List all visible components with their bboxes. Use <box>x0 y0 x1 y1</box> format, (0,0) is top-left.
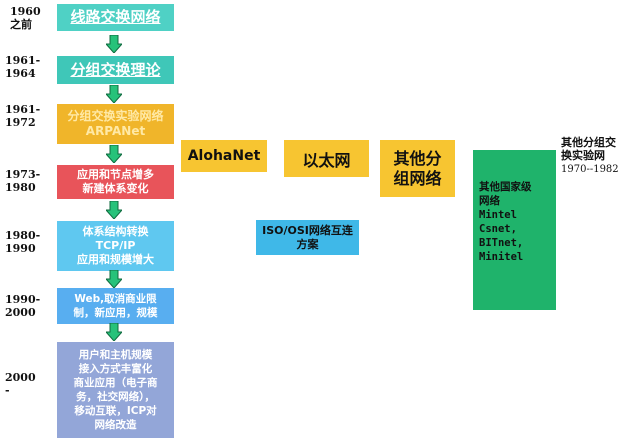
stage-arpanet: 分组交换实验网络ARPANet <box>57 104 174 144</box>
stage-2000-scale: 用户和主机规模 接入方式丰富化 商业应用（电子商 务，社交网络）， 移动互联，I… <box>57 342 174 438</box>
stage-packet-switching-theory: 分组交换理论 <box>57 56 174 84</box>
stage-web: Web,取消商业限 制，新应用，规模 <box>57 288 174 324</box>
other-packet-networks-box: 其他分 组网络 <box>380 140 455 197</box>
year-label-1980-1990: 1980- 1990 <box>5 229 41 255</box>
down-arrow-icon <box>106 201 122 219</box>
down-arrow-icon <box>106 85 122 103</box>
ethernet-box: 以太网 <box>284 140 369 177</box>
iso-osi-box: ISO/OSI网络互连 方案 <box>256 220 359 255</box>
year-label-1990-2000: 1990- 2000 <box>5 293 41 319</box>
side-title-years: 1970--1982 <box>561 164 619 175</box>
down-arrow-icon <box>106 35 122 53</box>
down-arrow-icon <box>106 145 122 163</box>
down-arrow-icon <box>106 323 122 341</box>
side-title-label: 其他分组交 换实验网 <box>561 136 616 162</box>
year-label-1960: 1960 之前 <box>10 5 41 31</box>
alohanet-box: AlohaNet <box>181 140 267 172</box>
year-label-1973-1980: 1973- 1980 <box>5 168 41 194</box>
stage-tcpip: 体系结构转换 TCP/IP 应用和规模增大 <box>57 221 174 271</box>
down-arrow-icon <box>106 270 122 288</box>
year-label-1961-1964: 1961- 1964 <box>5 54 41 80</box>
national-networks-box: 其他国家级 网络 Mintel Csnet, BITnet, Minitel <box>473 150 556 310</box>
year-label-2000: 2000 - <box>5 371 36 397</box>
stage-circuit-switching: 线路交换网络 <box>57 4 174 31</box>
stage-apps-nodes-increase: 应用和节点增多 新建体系变化 <box>57 165 174 199</box>
year-label-1961-1972: 1961- 1972 <box>5 103 41 129</box>
